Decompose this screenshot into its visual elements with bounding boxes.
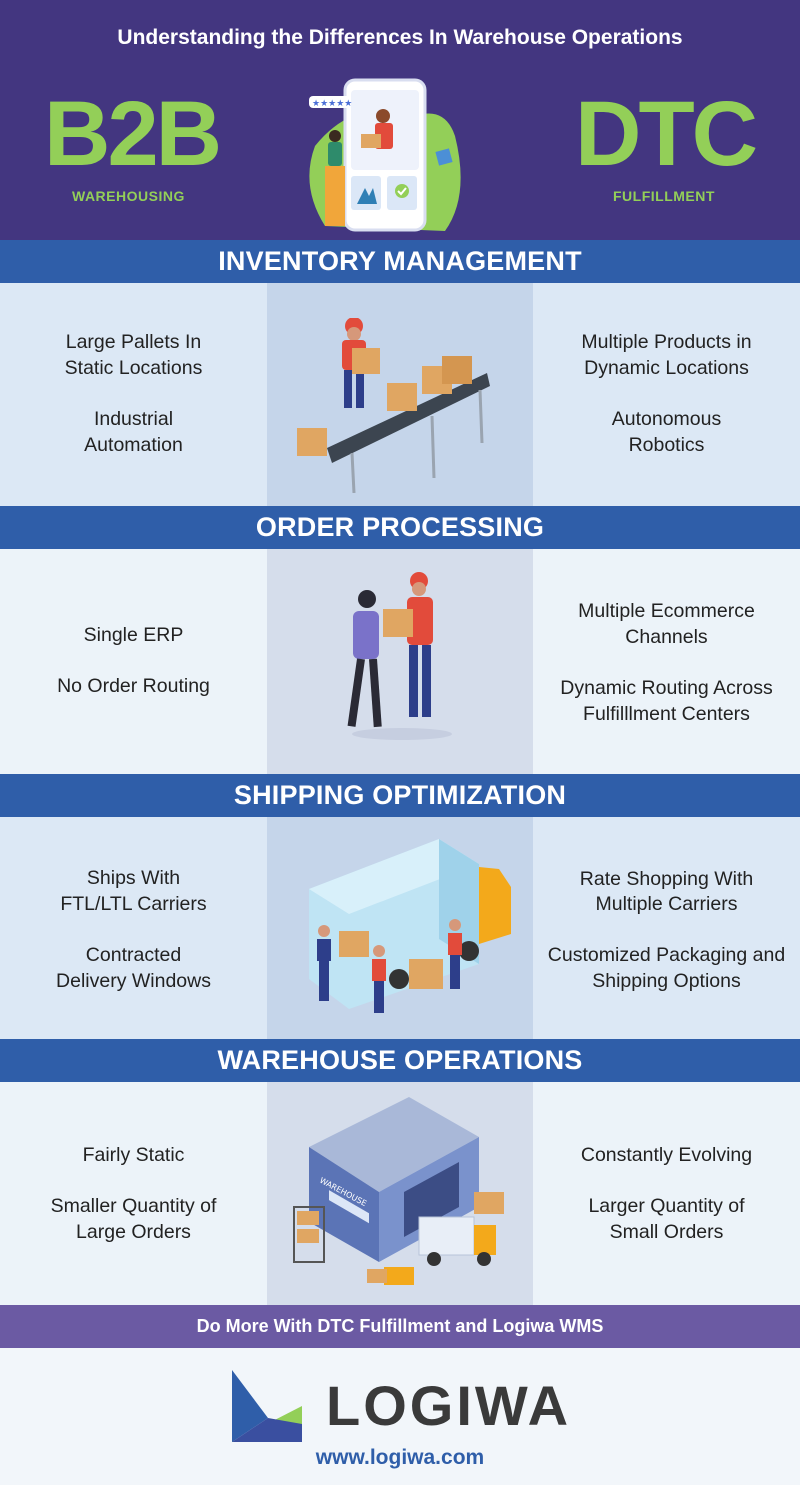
dtc-point: Customized Packaging and: [547, 944, 786, 966]
illustration-column: [267, 283, 533, 506]
svg-text:★★★★★: ★★★★★: [312, 99, 352, 109]
dtc-title: DTC: [575, 83, 758, 185]
dtc-column: Constantly Evolving Larger Quantity of S…: [533, 1082, 800, 1305]
b2b-point: Smaller Quantity of: [50, 1195, 217, 1217]
b2b-point: Large Orders: [76, 1221, 191, 1243]
b2b-point: Single ERP: [83, 624, 184, 646]
section-inventory: Large Pallets In Static Locations Indust…: [0, 283, 800, 506]
b2b-point: Fairly Static: [82, 1144, 185, 1166]
warehouse-building-illustration: WAREHOUSE: [293, 1097, 504, 1285]
section-heading-inventory: INVENTORY MANAGEMENT: [0, 240, 800, 283]
section-heading-shipping: SHIPPING OPTIMIZATION: [0, 774, 800, 817]
dtc-point: Dynamic Locations: [584, 357, 749, 379]
dtc-point: Multiple Ecommerce: [578, 600, 755, 622]
dtc-column: Multiple Ecommerce Channels Dynamic Rout…: [533, 549, 800, 774]
dtc-point: Autonomous: [611, 408, 722, 430]
logiwa-logo-icon: [232, 1370, 302, 1442]
page-title: Understanding the Differences In Warehou…: [117, 26, 683, 49]
package-handoff-illustration: [347, 572, 452, 740]
b2b-point: Automation: [84, 434, 183, 456]
footer: LOGIWA www.logiwa.com: [0, 1348, 800, 1485]
section-heading-warehouse: WAREHOUSE OPERATIONS: [0, 1039, 800, 1082]
b2b-point: Industrial: [93, 408, 174, 430]
b2b-point: Large Pallets In: [65, 331, 202, 353]
conveyor-belt-illustration: [297, 318, 490, 493]
b2b-point: Delivery Windows: [56, 970, 211, 992]
dtc-point: Rate Shopping With: [579, 868, 754, 890]
b2b-column: Single ERP No Order Routing: [0, 549, 267, 774]
cta-banner: Do More With DTC Fulfillment and Logiwa …: [0, 1305, 800, 1348]
dtc-point: Small Orders: [609, 1221, 724, 1243]
b2b-point: Ships With: [86, 867, 181, 889]
website-link[interactable]: www.logiwa.com: [315, 1446, 485, 1469]
dtc-point: Multiple Products in: [581, 331, 752, 353]
b2b-point: No Order Routing: [57, 675, 210, 697]
dtc-point: Dynamic Routing Across: [560, 677, 773, 699]
b2b-point: Static Locations: [64, 357, 203, 379]
b2b-column: Fairly Static Smaller Quantity of Large …: [0, 1082, 267, 1305]
dtc-point: Robotics: [628, 434, 705, 456]
illustration-column: [267, 549, 533, 774]
phone-delivery-illustration: ★★★★★: [309, 78, 461, 232]
b2b-column: Large Pallets In Static Locations Indust…: [0, 283, 267, 506]
dtc-point: Constantly Evolving: [580, 1144, 753, 1166]
dtc-point: Fulfilllment Centers: [583, 703, 750, 725]
dtc-point: Larger Quantity of: [588, 1195, 745, 1217]
dtc-column: Rate Shopping With Multiple Carriers Cus…: [533, 817, 800, 1039]
illustration-column: WAREHOUSE: [267, 1082, 533, 1305]
section-order: Single ERP No Order Routing Multiple Eco…: [0, 549, 800, 774]
dtc-point: Channels: [625, 626, 708, 648]
header: Understanding the Differences In Warehou…: [0, 0, 800, 240]
b2b-point: FTL/LTL Carriers: [60, 893, 207, 915]
b2b-subtitle: WAREHOUSING: [72, 188, 185, 204]
b2b-title: B2B: [44, 83, 222, 185]
dtc-point: Shipping Options: [592, 970, 741, 992]
section-heading-order: ORDER PROCESSING: [0, 506, 800, 549]
dtc-point: Multiple Carriers: [595, 893, 738, 915]
illustration-column: [267, 817, 533, 1039]
b2b-column: Ships With FTL/LTL Carriers Contracted D…: [0, 817, 267, 1039]
b2b-point: Contracted: [85, 944, 182, 966]
logo-wordmark: LOGIWA: [326, 1374, 572, 1437]
truck-loading-illustration: [309, 839, 511, 1013]
section-warehouse: Fairly Static Smaller Quantity of Large …: [0, 1082, 800, 1305]
dtc-subtitle: FULFILLMENT: [613, 188, 715, 204]
section-shipping: Ships With FTL/LTL Carriers Contracted D…: [0, 817, 800, 1039]
dtc-column: Multiple Products in Dynamic Locations A…: [533, 283, 800, 506]
